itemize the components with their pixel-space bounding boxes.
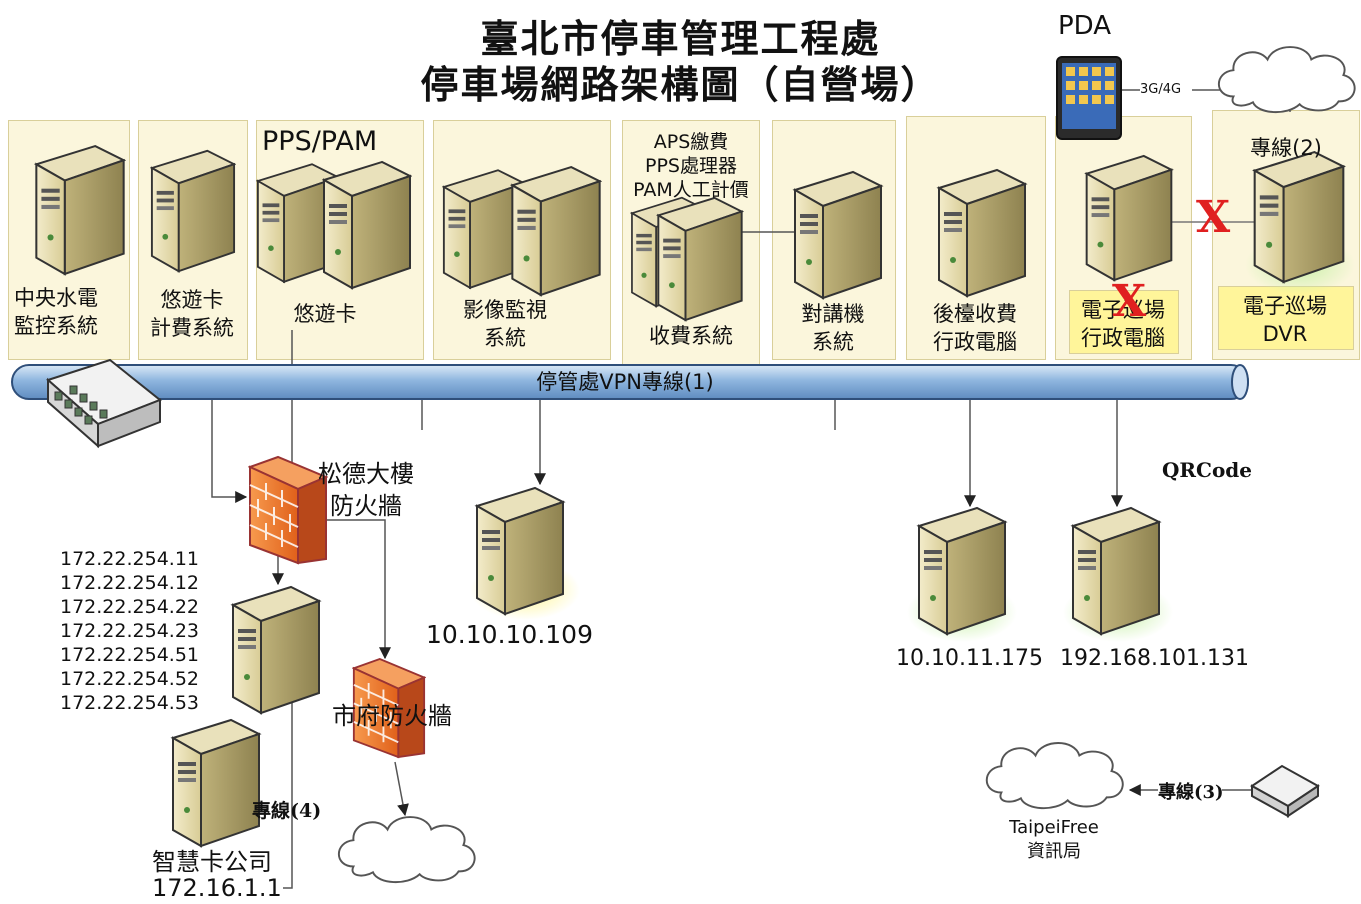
label-backoffice-line1: 後檯收費 (933, 302, 1017, 326)
network-switch (46, 358, 162, 449)
cloud-3g-icon (1214, 38, 1360, 116)
server-patrol-dvr (1252, 150, 1346, 284)
label-info-bureau: 資訊局 (1027, 841, 1081, 862)
label-central-line1: 中央水電 (14, 286, 98, 310)
label-taipeifree: TaipeiFree (1009, 817, 1099, 838)
server-easycard-host (230, 585, 322, 715)
label-qrcode: QRCode (1162, 458, 1253, 482)
label-patrol-pc-line2: 行政電腦 (1081, 326, 1165, 350)
label-pps-pam: 悠遊卡 (293, 302, 357, 326)
pda-device (1056, 56, 1122, 140)
highlight-patrol-dvr (1218, 286, 1354, 350)
ip-list-item: 172.22.254.51 (60, 644, 200, 666)
label-dedicated-line-4: 專線(4) (252, 800, 322, 822)
label-fee-header2: PPS處理器 (645, 155, 737, 177)
label-patrol-dvr-line2: DVR (1262, 322, 1308, 346)
ip-list-item: 172.22.254.22 (60, 596, 200, 618)
server-backoffice (936, 168, 1028, 298)
broken-link-mark-1: X (1196, 192, 1231, 243)
label-songde-line1: 松德大樓 (318, 460, 414, 488)
label-patrol-pc-line1: 電子巡場 (1081, 298, 1165, 322)
server-cctv-2 (510, 165, 602, 297)
pda-label: PDA (1058, 11, 1112, 41)
server-central (34, 144, 126, 276)
label-dedicated-line-3: 專線(3) (1158, 782, 1224, 803)
ip-list-item: 172.22.254.53 (60, 692, 200, 714)
label-pps-pam-header: PPS/PAM (262, 126, 378, 157)
label-intercom-line2: 系統 (812, 330, 854, 354)
label-songde-line2: 防火牆 (330, 492, 402, 520)
server-easycard (150, 148, 236, 274)
label-fee-system: 收費系統 (649, 324, 733, 348)
pda-3g4g-label: 3G/4G (1140, 82, 1182, 97)
label-intercom-line1: 對講機 (801, 302, 865, 326)
label-patrol-dvr-line1: 電子巡場 (1243, 294, 1327, 318)
server-fee-2 (656, 196, 744, 322)
server-patrol-pc (1084, 154, 1174, 282)
label-city-firewall: 市府防火牆 (332, 702, 452, 730)
label-smartcard-company: 智慧卡公司 (152, 848, 272, 876)
ip-smartcard: 172.16.1.1 (152, 874, 282, 902)
server-backoffice-host (916, 506, 1008, 636)
vpn-label: 停管處VPN專線(1) (536, 370, 714, 394)
server-smartcard (170, 718, 262, 848)
label-fee-header1: APS繳費 (653, 131, 729, 153)
vpn-pipe (11, 364, 1249, 400)
cloud-internet-icon (334, 808, 480, 886)
broken-link-mark-2: X (1112, 276, 1147, 327)
server-qrcode-host (1070, 506, 1162, 636)
label-fee-header3: PAM人工計價 (633, 179, 749, 201)
ip-qrcode-server: 192.168.101.131 (1060, 646, 1249, 671)
server-intercom (792, 170, 884, 300)
label-backoffice-line2: 行政電腦 (933, 330, 1017, 354)
label-cctv-line1: 影像監視 (463, 298, 547, 322)
label-central-line2: 監控系統 (14, 314, 98, 338)
ip-cctv-server: 10.10.10.109 (426, 620, 593, 649)
diagram-title-line1: 臺北市停車管理工程處 (480, 17, 881, 61)
wifi-router (1250, 764, 1320, 818)
ip-list-item: 172.22.254.11 (60, 548, 200, 570)
firewall-songde-icon (248, 452, 328, 568)
ip-backoffice-server: 10.10.11.175 (896, 646, 1043, 671)
cloud-taipeifree-icon (980, 734, 1130, 812)
ip-list-item: 172.22.254.52 (60, 668, 200, 690)
ip-list-item: 172.22.254.12 (60, 572, 200, 594)
label-easycard-line1: 悠遊卡 (160, 288, 224, 312)
diagram-title-line2: 停車場網路架構圖（自營場） (420, 63, 941, 107)
ip-list-item: 172.22.254.23 (60, 620, 200, 642)
highlight-patrol-pc (1069, 290, 1179, 354)
label-cctv-line2: 系統 (484, 326, 526, 350)
label-dedicated-line-2: 專線(2) (1250, 136, 1322, 160)
server-pps-2 (322, 160, 412, 290)
label-easycard-line2: 計費系統 (150, 316, 234, 340)
server-cctv-host (474, 486, 566, 616)
